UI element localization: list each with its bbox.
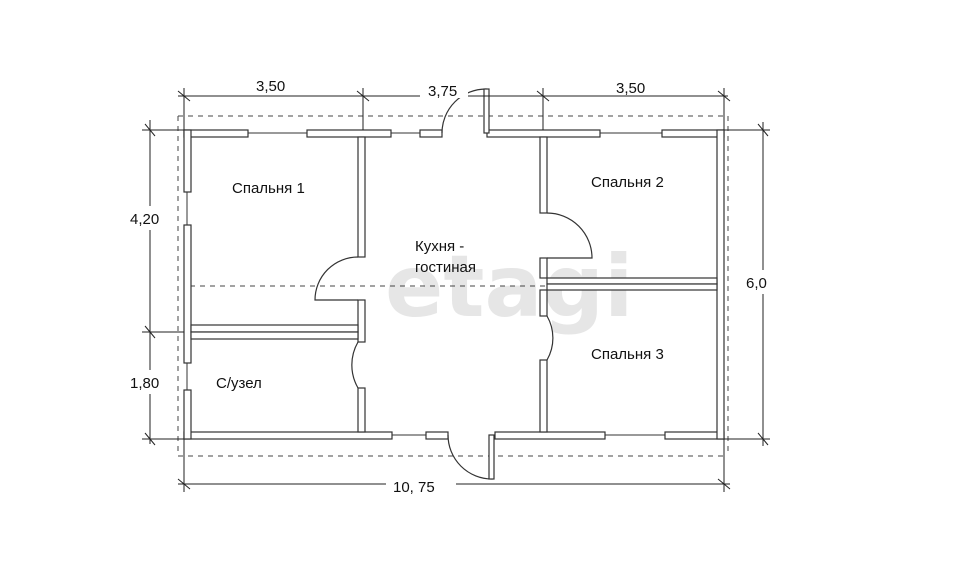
interior-walls xyxy=(190,136,718,433)
windows xyxy=(186,132,665,436)
dimension-left-upper: 4,20 xyxy=(130,211,159,228)
dimension-left-lower: 1,80 xyxy=(130,375,159,392)
dimension-top-middle: 3,75 xyxy=(428,83,457,100)
room-label-kitchen-line2: гостиная xyxy=(415,259,476,276)
doors xyxy=(314,88,593,480)
dimension-bottom-total: 10, 75 xyxy=(393,479,435,496)
dimension-top-left: 3,50 xyxy=(256,78,285,95)
room-label-bedroom-3: Спальня 3 xyxy=(591,346,664,363)
room-label-bathroom: С/узел xyxy=(216,375,262,392)
room-label-bedroom-1: Спальня 1 xyxy=(232,180,305,197)
dimension-top-right: 3,50 xyxy=(616,80,645,97)
room-label-kitchen-line1: Кухня - xyxy=(415,238,464,255)
dimension-right-total: 6,0 xyxy=(746,275,767,292)
room-label-bedroom-2: Спальня 2 xyxy=(591,174,664,191)
